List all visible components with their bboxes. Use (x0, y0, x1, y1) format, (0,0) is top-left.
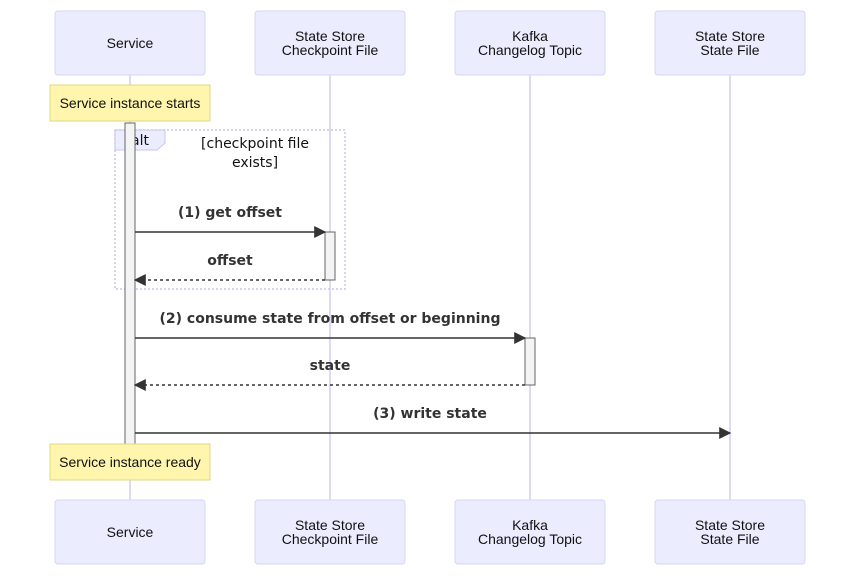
note-start-text: Service instance starts (60, 95, 201, 111)
participant-box (54, 499, 206, 565)
participant-label: Changelog Topic (478, 42, 582, 58)
participant-label: Kafka (512, 517, 548, 533)
participant-box (654, 10, 806, 76)
participant-label: State Store (295, 28, 365, 44)
participant-box (454, 499, 606, 565)
message-label-write-state: (3) write state (373, 406, 487, 422)
participant-box (454, 10, 606, 76)
activation-service (124, 122, 136, 445)
message-layer: (1) get offset offset (2) consume state fr… (133, 205, 732, 439)
message-label-consume-state: (2) consume state from offset or beginni… (160, 311, 501, 327)
participant-label: State Store (295, 517, 365, 533)
note-start-box (49, 84, 211, 122)
participant-label: State Store (695, 28, 765, 44)
participant-label: Service (107, 35, 154, 51)
alt-keyword: alt (131, 133, 149, 149)
activation-checkpoint (324, 231, 336, 281)
alt-condition-line: exists] (232, 155, 278, 171)
participant-box (654, 499, 806, 565)
note-ready-box (49, 443, 211, 481)
participant-label: Service (107, 524, 154, 540)
participant-label: State Store (695, 517, 765, 533)
activation-kafka (524, 337, 536, 386)
participant-service-top: Service (54, 10, 206, 76)
note-ready-text: Service instance ready (59, 454, 201, 470)
participant-box (54, 10, 206, 76)
message-label-state-reply: state (310, 358, 351, 374)
participant-box (254, 10, 406, 76)
participant-label: Checkpoint File (282, 531, 379, 547)
alt-frame (114, 129, 346, 290)
message-label-get-offset: (1) get offset (178, 205, 282, 221)
participant-label: Changelog Topic (478, 531, 582, 547)
participant-box (254, 499, 406, 565)
message-label-offset-reply: offset (207, 253, 253, 269)
participant-service-bottom: Service (54, 499, 206, 565)
participant-label: State File (700, 531, 759, 547)
participant-label: Checkpoint File (282, 42, 379, 58)
participant-label: Kafka (512, 28, 548, 44)
alt-condition-line: [checkpoint file (201, 136, 309, 152)
participant-label: State File (700, 42, 759, 58)
